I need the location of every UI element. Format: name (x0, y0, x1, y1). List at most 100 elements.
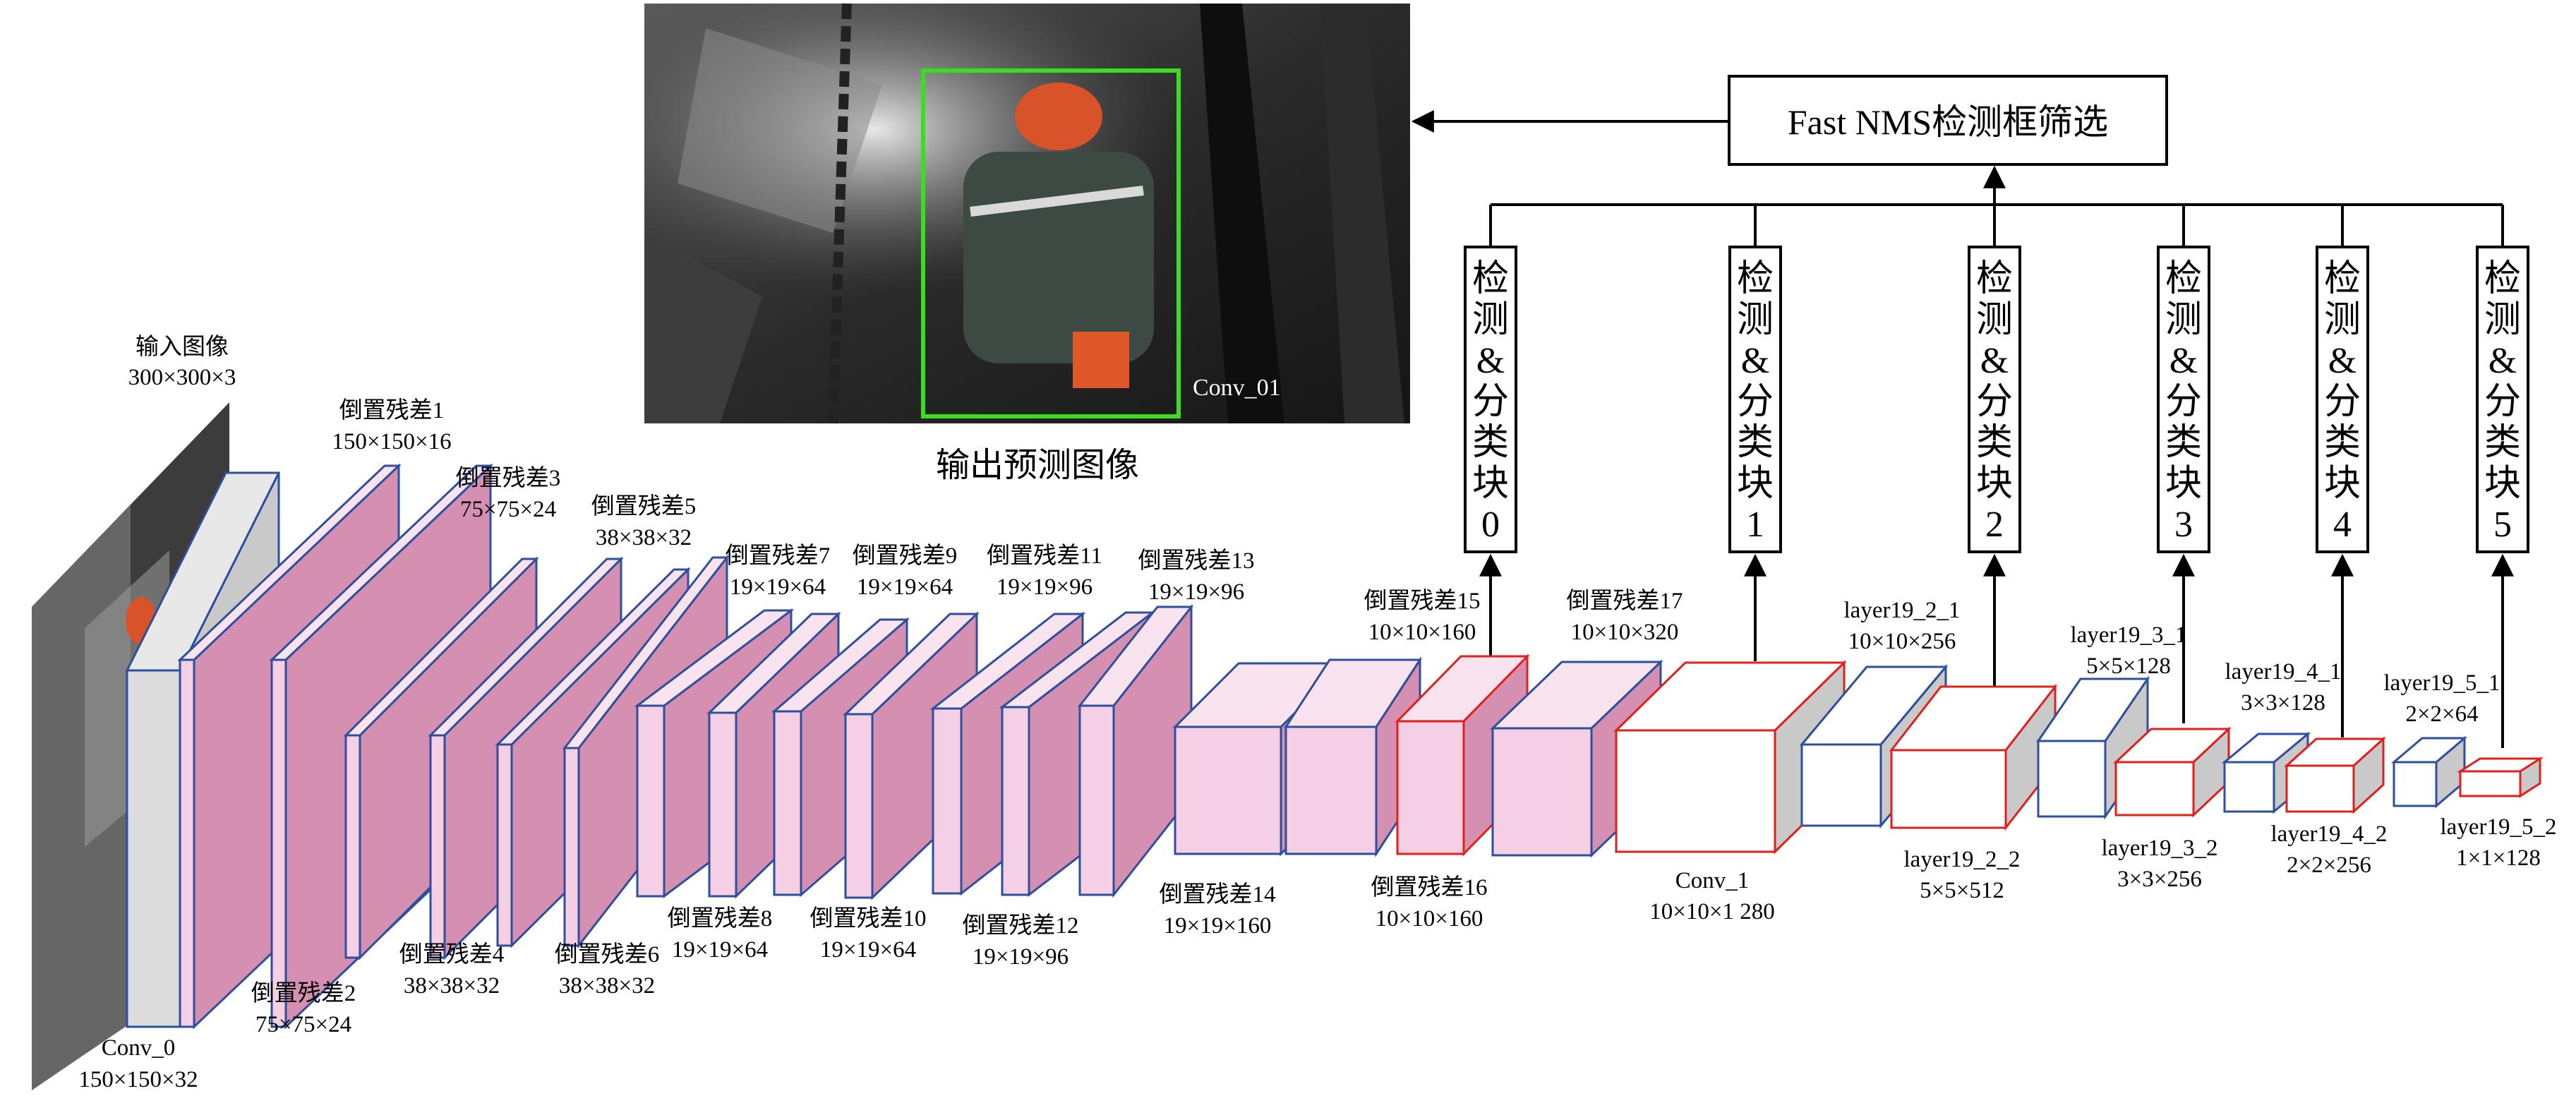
block-front (2459, 770, 2522, 797)
block-front (708, 711, 738, 898)
head-char: 类 (1737, 423, 1774, 463)
head-char: 检 (2324, 259, 2361, 299)
head-char: 3 (2174, 505, 2193, 545)
block-front (429, 734, 446, 959)
block-front (179, 658, 195, 1028)
block-front (1174, 725, 1282, 855)
block-front (563, 747, 580, 947)
head-box (1728, 246, 1782, 553)
conv0-name: Conv_0 (102, 1035, 176, 1061)
ir16-name: 倒置残差16 (1371, 874, 1488, 900)
ir15-name: 倒置残差15 (1364, 588, 1481, 614)
head-char: 检 (2484, 259, 2521, 299)
block-front (1001, 706, 1030, 896)
photo-layer-label: Conv_01 (1193, 375, 1281, 401)
l19-3-2-name: layer19_3_2 (2102, 836, 2218, 861)
block-front (773, 710, 802, 896)
head-char: 分 (1976, 382, 2013, 422)
block-front (270, 658, 287, 1028)
ir10-name: 倒置残差10 (810, 905, 927, 932)
head-char: 1 (1746, 505, 1764, 545)
head-box (1968, 246, 2021, 553)
ir16-dims: 10×10×160 (1376, 906, 1483, 932)
block-l19-5-1 (2390, 735, 2468, 809)
head-char: & (2328, 341, 2357, 381)
ir12-name: 倒置残差12 (963, 912, 1079, 939)
nms-label: Fast NMS检测框筛选 (1788, 102, 2108, 142)
block-front (932, 707, 963, 895)
block-front (496, 743, 513, 947)
block-front (636, 704, 666, 898)
layer-labels: Conv_0 150×150×32 倒置残差1 150×150×16 倒置残差2… (78, 397, 2556, 1092)
head-char: 类 (1976, 423, 2013, 463)
block-ir10 (843, 611, 980, 900)
head-char: 测 (2324, 300, 2361, 340)
l19-2-2-name: layer19_2_2 (1904, 847, 2021, 872)
ir4-dims: 38×38×32 (404, 973, 500, 999)
output-caption: 输出预测图像 (936, 447, 1139, 484)
ir1-dims: 150×150×16 (332, 429, 451, 454)
l19-5-2-name: layer19_5_2 (2440, 814, 2557, 840)
block-front (1890, 749, 2007, 829)
conv1-name: Conv_1 (1675, 868, 1750, 893)
head-box (1464, 246, 1517, 553)
conv1-dims: 10×10×1 280 (1649, 899, 1774, 924)
ir13-dims: 19×19×96 (1148, 579, 1244, 605)
ir8-name: 倒置残差8 (668, 905, 773, 932)
head-char: 测 (1737, 300, 1774, 340)
block-front (1284, 725, 1378, 855)
head-char: 检 (1737, 259, 1774, 299)
head-char: 分 (2484, 382, 2521, 422)
ir6-name: 倒置残差6 (555, 941, 660, 968)
block-front (1491, 727, 1593, 857)
head-char: 2 (1985, 505, 2004, 545)
block-front (1615, 729, 1776, 853)
ir14-name: 倒置残差14 (1160, 881, 1276, 908)
ir8-dims: 19×19×64 (672, 937, 768, 963)
l19-2-1-dims: 10×10×256 (1848, 629, 1956, 654)
head-char: & (1476, 341, 1505, 381)
head-char: 检 (2165, 259, 2202, 299)
head-char: 分 (2165, 382, 2202, 422)
head-char: 块 (2324, 464, 2361, 504)
head-char: 块 (2484, 464, 2521, 504)
head-char: 检 (1976, 259, 2013, 299)
ir12-dims: 19×19×96 (973, 944, 1069, 970)
ir11-dims: 19×19×96 (997, 574, 1093, 600)
ir13-name: 倒置残差13 (1138, 548, 1255, 574)
block-ir13 (1077, 603, 1194, 898)
ir9-name: 倒置残差9 (853, 543, 958, 569)
block-front (2037, 740, 2107, 818)
output-photo: Conv_01 (644, 3, 1410, 424)
block-front (844, 713, 874, 899)
head-char: & (2169, 341, 2198, 381)
head-char: 块 (2165, 464, 2202, 504)
head-char: & (1980, 341, 2009, 381)
l19-5-1-name: layer19_5_1 (2384, 670, 2500, 696)
head-box (2316, 246, 2369, 553)
head-char: 分 (2324, 382, 2361, 422)
block-front (2285, 764, 2355, 813)
ir4-name: 倒置残差4 (399, 941, 505, 968)
block-l19-2-2 (1889, 683, 2058, 831)
block-front (2223, 761, 2275, 813)
l19-4-1-dims: 3×3×128 (2241, 690, 2325, 716)
head-char: 块 (1737, 464, 1774, 504)
ir2-dims: 75×75×24 (255, 1012, 351, 1037)
ir7-name: 倒置残差7 (726, 543, 831, 569)
head-char: 0 (1481, 505, 1500, 545)
input-dims: 300×300×3 (128, 365, 236, 390)
head-char: 测 (2165, 300, 2202, 340)
l19-3-1-name: layer19_3_1 (2071, 622, 2187, 648)
ir11-name: 倒置残差11 (987, 543, 1102, 569)
head-char: 5 (2493, 505, 2512, 545)
l19-5-2-dims: 1×1×128 (2456, 845, 2541, 871)
detection-box (921, 68, 1181, 418)
